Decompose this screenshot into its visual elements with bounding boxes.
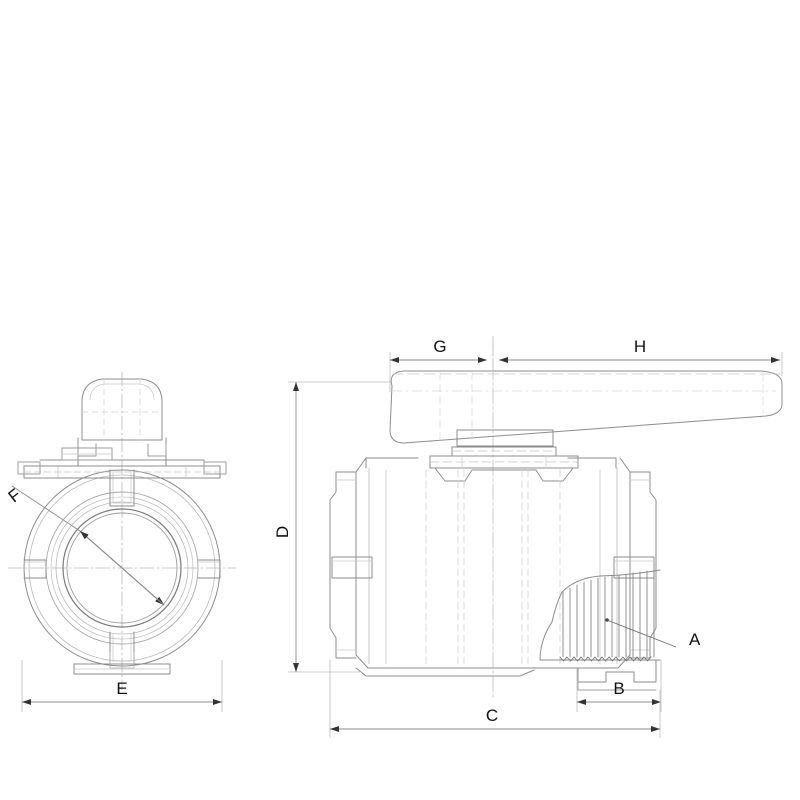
dimension-label-B: B [613, 679, 624, 698]
dimension-F-arrow-start [79, 530, 165, 606]
end-view-bore-outer [62, 508, 182, 628]
dimension-B: B [576, 660, 662, 712]
side-view-lower-skirt [355, 659, 657, 691]
thread-break-line [539, 569, 661, 661]
end-view-union-nut-ring-2 [50, 496, 194, 640]
male-thread [539, 569, 661, 662]
callout-A: A [605, 618, 701, 649]
valve-body [329, 457, 657, 669]
dimension-label-A: A [689, 630, 701, 649]
lever-handle [389, 370, 783, 447]
thread-crest-profile [559, 656, 652, 662]
callout-A-dot [605, 618, 609, 622]
dimension-H: H [499, 337, 783, 376]
dimension-label-E: E [116, 679, 127, 698]
dimension-label-C: C [486, 706, 498, 725]
thread-hatch [562, 569, 655, 658]
end-view-bottom-foot [73, 651, 171, 675]
end-view-seal-ring [55, 501, 189, 635]
dimension-label-G: G [433, 337, 446, 356]
dimension-D: D [273, 381, 392, 673]
callout-A-leader [606, 619, 677, 648]
dimension-E: E [21, 660, 223, 712]
union-nut-left [331, 556, 373, 579]
dimension-label-D: D [273, 526, 292, 538]
dimension-label-H: H [634, 337, 646, 356]
dimension-F-leader [11, 485, 81, 532]
dimension-C: C [329, 660, 661, 738]
end-view-side-lugs [23, 559, 221, 579]
end-view-handle-boss [61, 378, 167, 467]
side-view [329, 339, 783, 701]
end-view [7, 371, 237, 691]
stem-cap [429, 446, 579, 482]
dimension-G: G [389, 336, 494, 392]
end-view-bore-inner [66, 512, 178, 624]
